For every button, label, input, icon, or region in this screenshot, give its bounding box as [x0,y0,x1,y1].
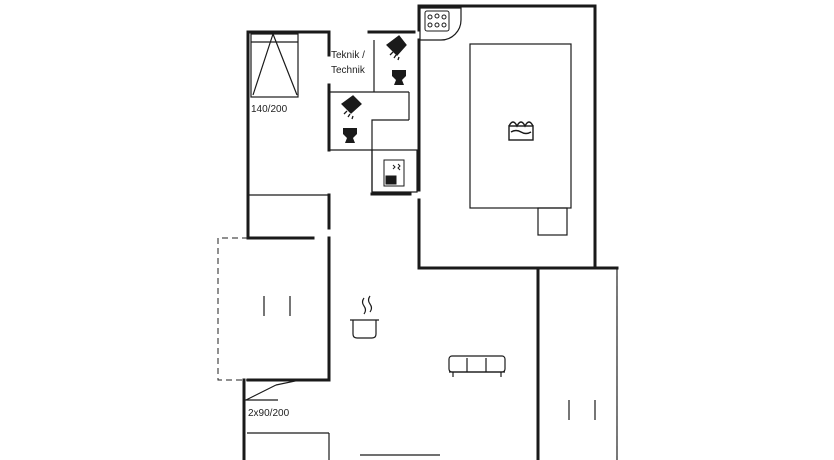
bedroom-twin [242,378,440,460]
bedroom-double [246,30,331,240]
pool-steps [537,207,568,236]
sauna-icon [383,159,405,187]
utility-closet [371,149,418,193]
toilet-icon [392,70,406,85]
living-room [246,236,619,460]
toilet-icon [343,128,357,143]
technik-label-line1: Teknik / [331,50,365,61]
terrace-right [568,270,618,460]
sofa-icon [448,355,506,377]
shower-icon [386,35,407,61]
pool-icon [508,121,534,141]
whirlpool [419,7,462,41]
bathroom-block [329,30,418,196]
shower-icon [341,95,362,120]
bed-double [250,33,299,98]
bed-double-size-label: 140/200 [251,104,288,115]
stove-pot-icon [350,295,379,339]
terrace-left [217,237,291,381]
technik-label-line2: Technik [331,65,365,76]
pool-room [417,4,597,270]
bed-twin-size-label: 2x90/200 [248,408,290,419]
pool-basin [469,43,572,209]
whirlpool-icon [424,10,450,32]
